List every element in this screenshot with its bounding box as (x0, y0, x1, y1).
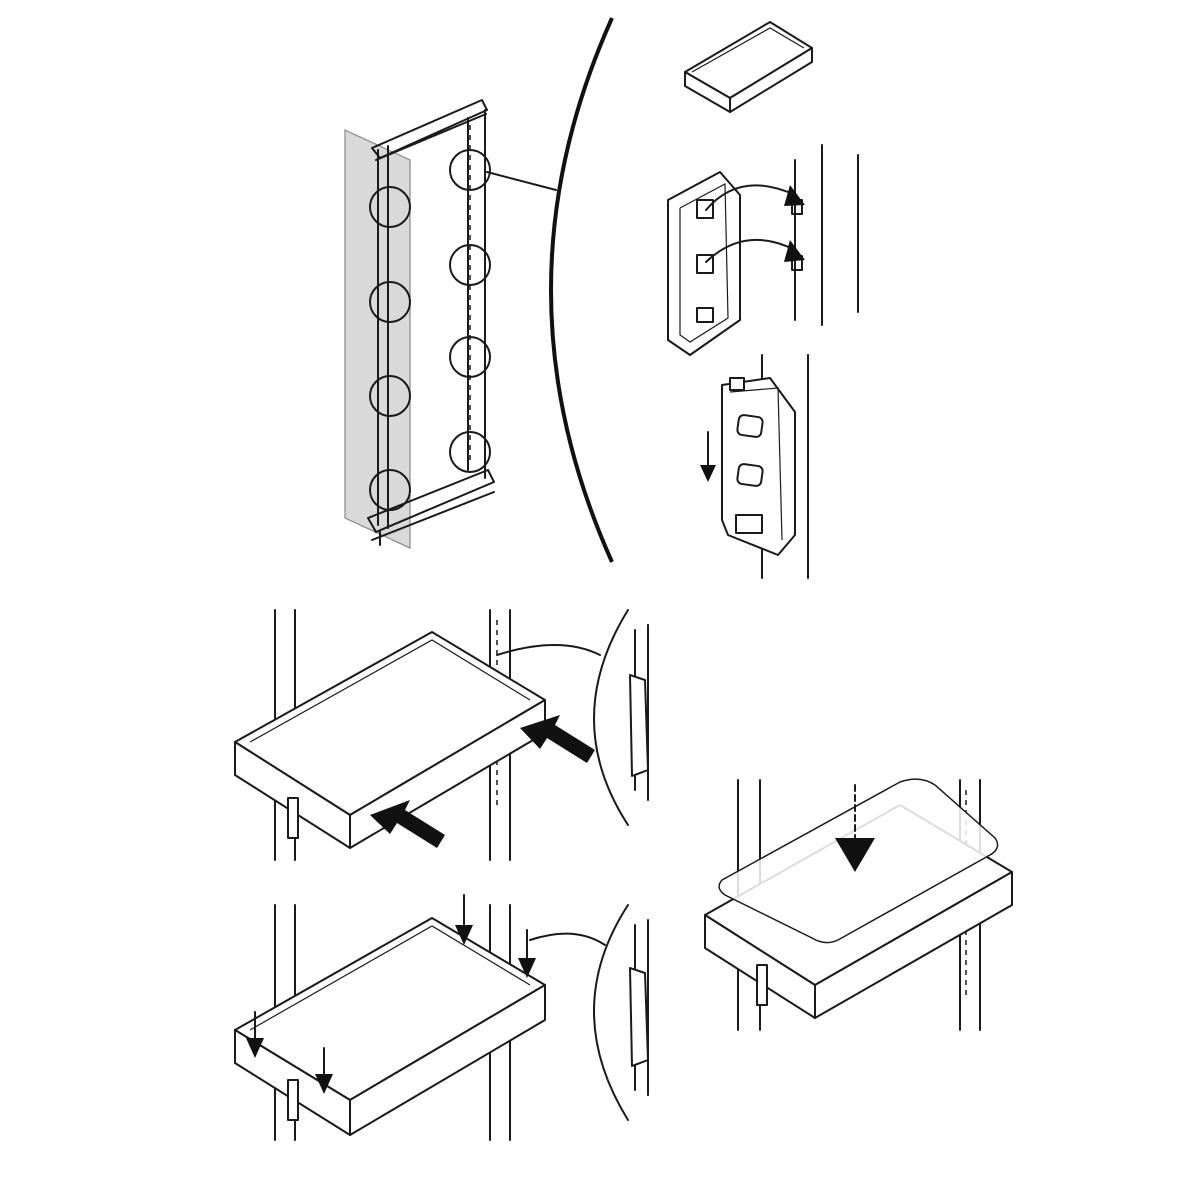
hook-detail (629, 919, 649, 1096)
tray-slide-in-step (234, 609, 649, 861)
hook-arrows (705, 184, 805, 263)
detail-leader-line (486, 171, 557, 191)
press-down-arrows (246, 894, 536, 1094)
down-arrow-icon (835, 784, 875, 872)
clip-position-circles-right (449, 149, 491, 473)
frame-top-rail (371, 99, 488, 161)
upright-pair-top (791, 144, 859, 326)
hook-detail (629, 624, 649, 801)
detail-arc (593, 609, 629, 826)
detail-leader-line (496, 644, 601, 656)
pull-out-frame-overview (344, 99, 557, 549)
tray-press-down-step (234, 894, 649, 1141)
insert-mat-step (704, 778, 1013, 1031)
clip-back-view (667, 171, 741, 356)
clip-position-circles-left (369, 186, 411, 511)
frame-bottom-rail (367, 469, 495, 546)
detail-leader-line (529, 932, 606, 946)
push-arrows (370, 715, 595, 848)
detail-arc (593, 904, 629, 1121)
frame-right-upright (467, 109, 486, 479)
tray (234, 917, 546, 1136)
down-arrow-icon (700, 431, 716, 482)
clip-front-view (721, 377, 796, 556)
detail-arc-divider (549, 17, 614, 563)
frame-left-upright (377, 145, 389, 529)
small-tray-icon (684, 21, 813, 113)
